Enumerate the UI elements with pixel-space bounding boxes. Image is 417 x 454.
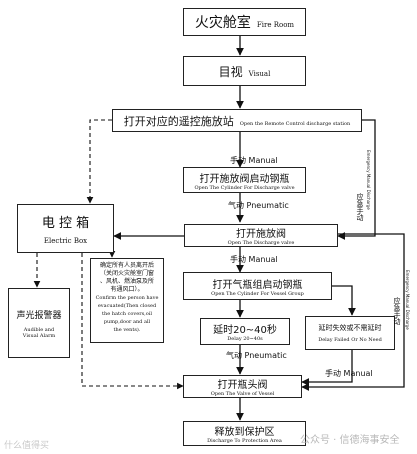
- node-fire-room: 火灾舱室 Fire Room: [183, 8, 306, 36]
- node-remote-station-cn: 打开对应的遥控施放站: [123, 114, 234, 128]
- node-alarm-en1: Audible and: [23, 326, 55, 333]
- node-discharge-valve-en: Open The Discharge valve: [227, 240, 295, 246]
- node-start-cylinder-en: Open The Cylinder For Discharge valve: [194, 184, 295, 191]
- node-fire-room-cn: 火灾舱室: [194, 15, 251, 31]
- arrow-emergency-loop-2: [301, 233, 405, 391]
- node-remote-station: 打开对应的遥控施放站 Open the Remote Control disch…: [112, 109, 362, 132]
- node-remote-station-en: Open the Remote Control discharge statio…: [239, 120, 351, 127]
- node-visual-cn: 目视: [218, 64, 243, 79]
- node-confirm-cn2: （关闭火灾舱室门窗: [99, 270, 154, 277]
- dashed-electricbox-vessel: [81, 253, 184, 390]
- node-vessel-valve-en: Open The Valve of Vessel: [210, 391, 275, 397]
- node-gas-group-en: Open The Cylinder For Vessel Group: [211, 290, 304, 297]
- node-electric-box-cn: 电 控 箱: [41, 216, 90, 231]
- label-emergency-en-2: Emergency Manual Discharge: [405, 270, 410, 330]
- node-confirm-en5: the vents).: [113, 327, 141, 333]
- node-gas-group: 打开气瓶组启动钢瓶 Open The Cylinder For Vessel G…: [183, 272, 332, 300]
- label-manual-2: 手动 Manual: [230, 255, 278, 264]
- node-alarm-en2: Visual Alarm: [22, 332, 56, 339]
- node-confirm-cn3: 、风机、燃油泵及所: [99, 278, 154, 285]
- node-confirm-cn4: 有通风口）。: [110, 286, 144, 293]
- node-delay-en: Delay 20~40s: [227, 336, 263, 342]
- node-discharge-valve-cn: 打开施放阀: [236, 229, 286, 240]
- label-pneumatic-2: 气动 Pneumatic: [226, 351, 287, 360]
- node-delay: 延时20~40秒 Delay 20~40s: [200, 318, 290, 345]
- watermark-right: 公众号 · 信德海事安全: [300, 435, 400, 446]
- label-manual-1: 手动 Manual: [230, 156, 278, 165]
- node-vessel-valve: 打开瓶头阀 Open The Valve of Vessel: [183, 375, 302, 398]
- node-confirm-cn1: 确定所有人员离开后: [99, 262, 154, 269]
- label-manual-3: 手动 Manual: [325, 369, 373, 378]
- node-alarm-cn: 声光报警器: [16, 310, 62, 321]
- node-confirm: 确定所有人员离开后 （关闭火灾舱室门窗 、风机、燃油泵及所 有通风口）。 Con…: [90, 258, 164, 343]
- node-vessel-valve-cn: 打开瓶头阀: [217, 380, 268, 391]
- label-pneumatic-1: 气动 Pneumatic: [228, 201, 289, 210]
- watermark-left: 什么值得买: [4, 441, 50, 451]
- node-release-en: Discharge To Protection Area: [207, 438, 282, 444]
- node-confirm-en4: pump,door and all: [103, 319, 151, 325]
- node-visual-en: Visual: [248, 69, 271, 78]
- node-start-cylinder-cn: 打开施放阀启动钢瓶: [199, 173, 290, 185]
- node-confirm-en3: the hatch covers,oil: [102, 311, 152, 317]
- node-start-cylinder: 打开施放阀启动钢瓶 Open The Cylinder For Discharg…: [183, 167, 306, 193]
- node-release: 释放到保护区 Discharge To Protection Area: [183, 421, 306, 446]
- label-emergency-cn-1: 应急手动: [356, 193, 364, 221]
- label-emergency-cn-2: 应急手动: [393, 297, 401, 325]
- node-delay-failed-cn: 延时失效或不需延时: [318, 324, 382, 332]
- node-delay-cn: 延时20~40秒: [213, 325, 277, 336]
- node-alarm: 声光报警器 Audible and Visual Alarm: [8, 288, 70, 358]
- node-delay-failed: 延时失效或不需延时 Delay Failed Or No Need: [305, 316, 395, 350]
- arrow-gasgroup-delayfailed: [332, 285, 356, 316]
- node-release-cn: 释放到保护区: [214, 427, 275, 438]
- node-gas-group-cn: 打开气瓶组启动钢瓶: [212, 279, 303, 291]
- node-delay-failed-en: Delay Failed Or No Need: [318, 337, 382, 343]
- label-emergency-en-1: Emergency Manual Discharge: [366, 150, 371, 210]
- arrow-emergency-loop-1: [337, 119, 376, 240]
- node-discharge-valve: 打开施放阀 Open The Discharge valve: [184, 224, 338, 247]
- node-electric-box: 电 控 箱 Electric Box: [17, 204, 114, 253]
- node-electric-box-en: Electric Box: [43, 237, 88, 245]
- node-confirm-en1: Confirm the person have: [95, 295, 159, 301]
- node-fire-room-en: Fire Room: [256, 21, 295, 29]
- node-confirm-en2: evacuated(Then closed: [97, 303, 157, 309]
- dashed-remote-electricbox: [86, 119, 112, 204]
- arrow-delayfailed-vessel: [301, 350, 353, 386]
- node-visual: 目视 Visual: [183, 56, 306, 86]
